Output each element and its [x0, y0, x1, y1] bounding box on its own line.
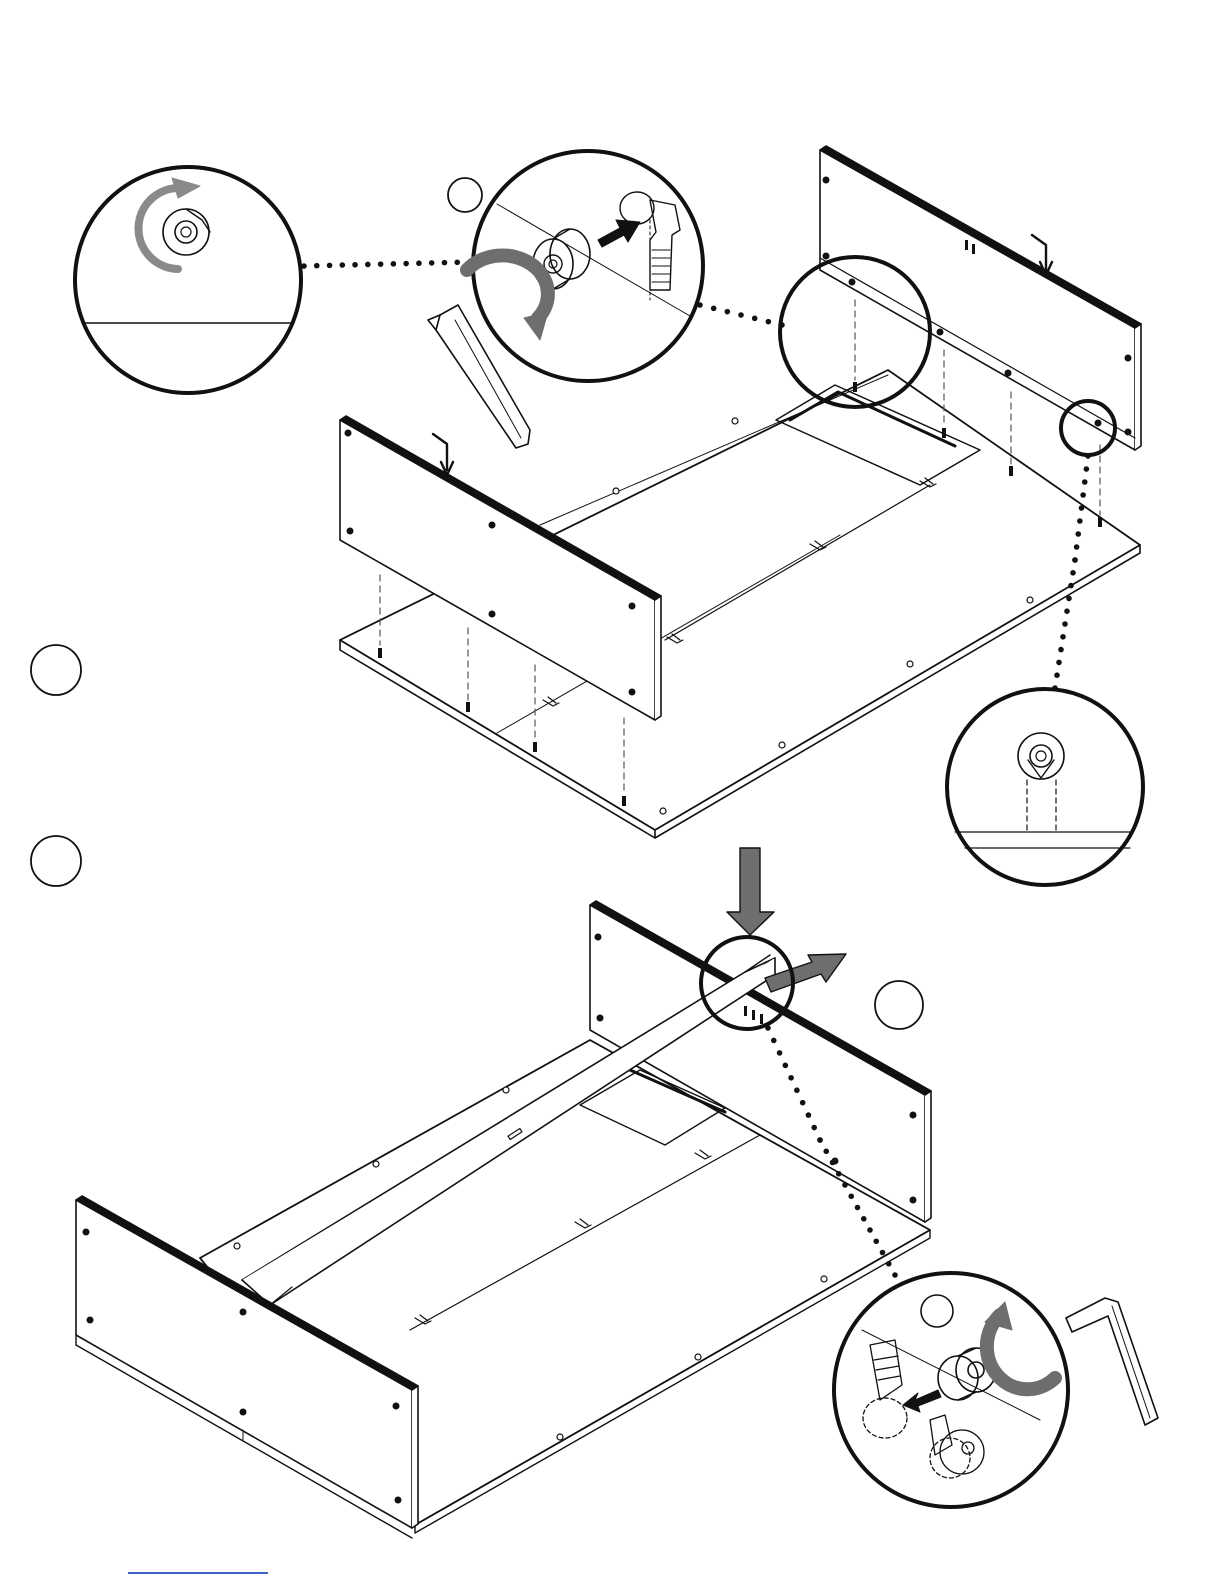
connector-dot — [873, 1238, 879, 1244]
connector-dot — [836, 1171, 842, 1177]
connector-dot — [771, 1038, 777, 1044]
arrow-right-icon — [765, 954, 846, 992]
rotate-cw-icon — [138, 188, 180, 269]
connector-dot — [788, 1075, 794, 1081]
connector-dot — [1082, 479, 1088, 485]
step-callout-lower — [31, 836, 81, 886]
connector-dot — [1075, 531, 1081, 537]
connector-dot — [442, 260, 448, 266]
connector-dot — [1054, 672, 1060, 678]
connector-dot — [1072, 557, 1078, 563]
connector-dot — [855, 1205, 861, 1211]
connector-dot — [416, 260, 422, 266]
connector-dot — [806, 1112, 812, 1118]
connector-dot — [314, 263, 320, 269]
connector-dot — [429, 260, 435, 266]
connector-dot — [738, 312, 744, 318]
connector-dot — [1079, 505, 1085, 511]
connector-dot — [454, 260, 460, 266]
connector-dot — [1074, 544, 1080, 550]
detail-cam-edge-circle — [947, 689, 1143, 885]
connector-dot — [1058, 647, 1064, 653]
connector-dot — [892, 1272, 898, 1278]
connector-dot — [867, 1227, 873, 1233]
step-marker — [448, 178, 482, 212]
connector-dot — [1066, 596, 1072, 602]
connector-dot — [1060, 634, 1066, 640]
cam-lock-icon — [163, 209, 210, 255]
connector-dot — [880, 1250, 886, 1256]
connector-dot — [1062, 621, 1068, 627]
connector-dot — [391, 261, 397, 267]
connector-dot — [1077, 518, 1083, 524]
connector-dot — [752, 316, 758, 322]
connector-dot — [1084, 466, 1090, 472]
arrow-down-icon — [727, 848, 774, 935]
allen-key-icon — [1066, 1298, 1158, 1425]
connector-dot — [811, 1125, 817, 1131]
footer-link-underline — [128, 1572, 268, 1574]
connector-dot — [725, 309, 731, 315]
connector-dot — [842, 1182, 848, 1188]
connector-dot — [765, 1025, 771, 1031]
connector-dot — [1056, 660, 1062, 666]
connector-dot — [848, 1193, 854, 1199]
detail-cam-insert-circle — [467, 151, 703, 381]
connector-dot — [1080, 492, 1086, 498]
step-marker — [921, 1295, 953, 1327]
connector-dot — [352, 262, 358, 268]
connector-dot — [340, 262, 346, 268]
connector-dot — [817, 1137, 823, 1143]
detail-cam-tighten-circle — [834, 1273, 1068, 1507]
connector-dot — [378, 261, 384, 267]
connector-dot — [365, 262, 371, 268]
connector-dot — [861, 1216, 867, 1222]
cam-bolt-icon — [620, 192, 680, 300]
connector-dot — [403, 261, 409, 267]
rotate-ccw-icon — [987, 1315, 1055, 1389]
connector-dot — [1085, 453, 1091, 459]
connector-dot — [766, 319, 772, 325]
allen-key-icon — [428, 305, 530, 448]
step-callout-upper — [31, 645, 81, 695]
connector-dot — [301, 263, 307, 269]
connector-dot — [1068, 583, 1074, 589]
connector-dot — [327, 263, 333, 269]
detail-cam-rotation-circle — [75, 167, 301, 393]
connector-dot — [1070, 570, 1076, 576]
cam-lock-icon — [1018, 733, 1064, 779]
connector-dot — [823, 1148, 829, 1154]
connector-dot — [711, 306, 717, 312]
step-marker — [875, 981, 923, 1029]
connector-dot — [794, 1087, 800, 1093]
connector-dot — [800, 1100, 806, 1106]
arrow-left-icon — [903, 1390, 941, 1412]
connector-dot — [777, 1050, 783, 1056]
connector-dot — [783, 1063, 789, 1069]
connector-dot — [886, 1261, 892, 1267]
connector-dot — [1064, 608, 1070, 614]
connector-dot — [830, 1160, 836, 1166]
